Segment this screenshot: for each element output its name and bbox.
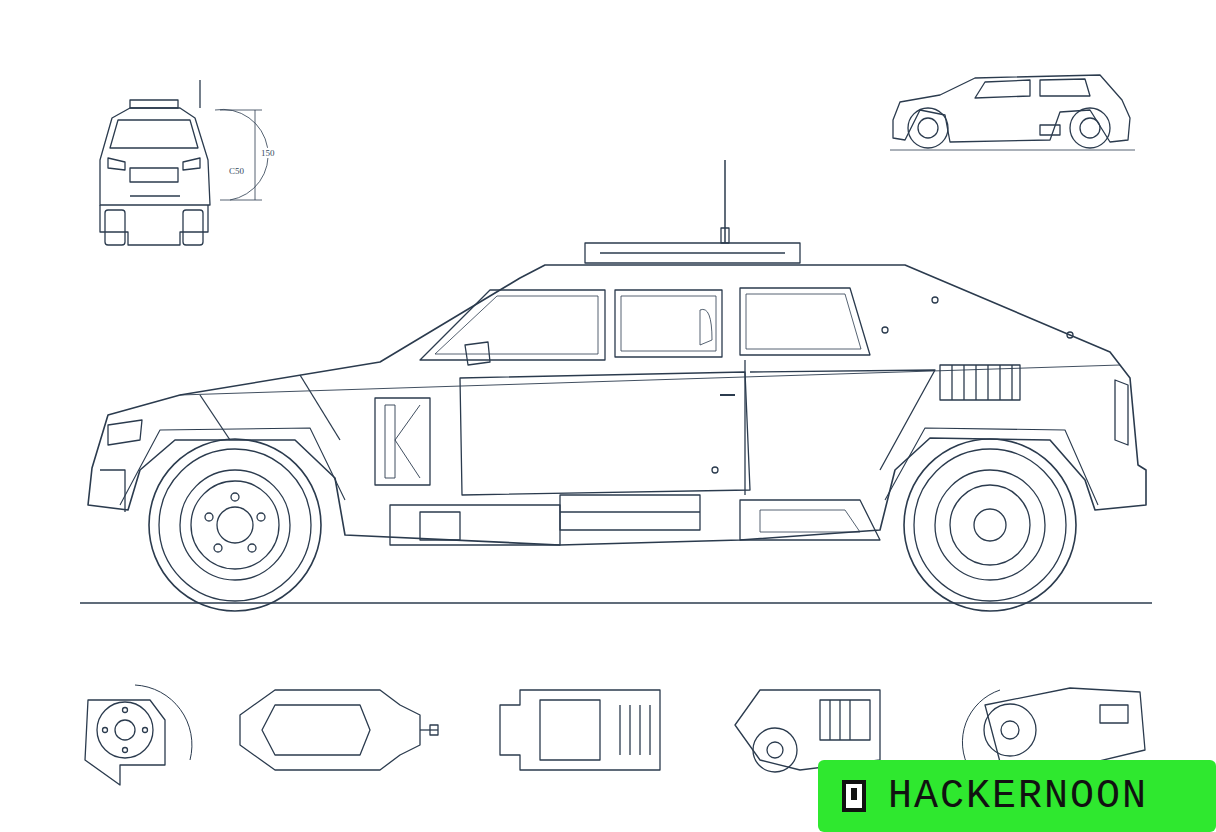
logo-icon xyxy=(834,776,874,816)
dimension-label: C50 xyxy=(228,166,245,176)
watermark-text: HACKERNOON xyxy=(888,774,1148,819)
watermark-badge: HACKERNOON xyxy=(818,760,1216,832)
dimension-label: 150 xyxy=(260,148,276,158)
